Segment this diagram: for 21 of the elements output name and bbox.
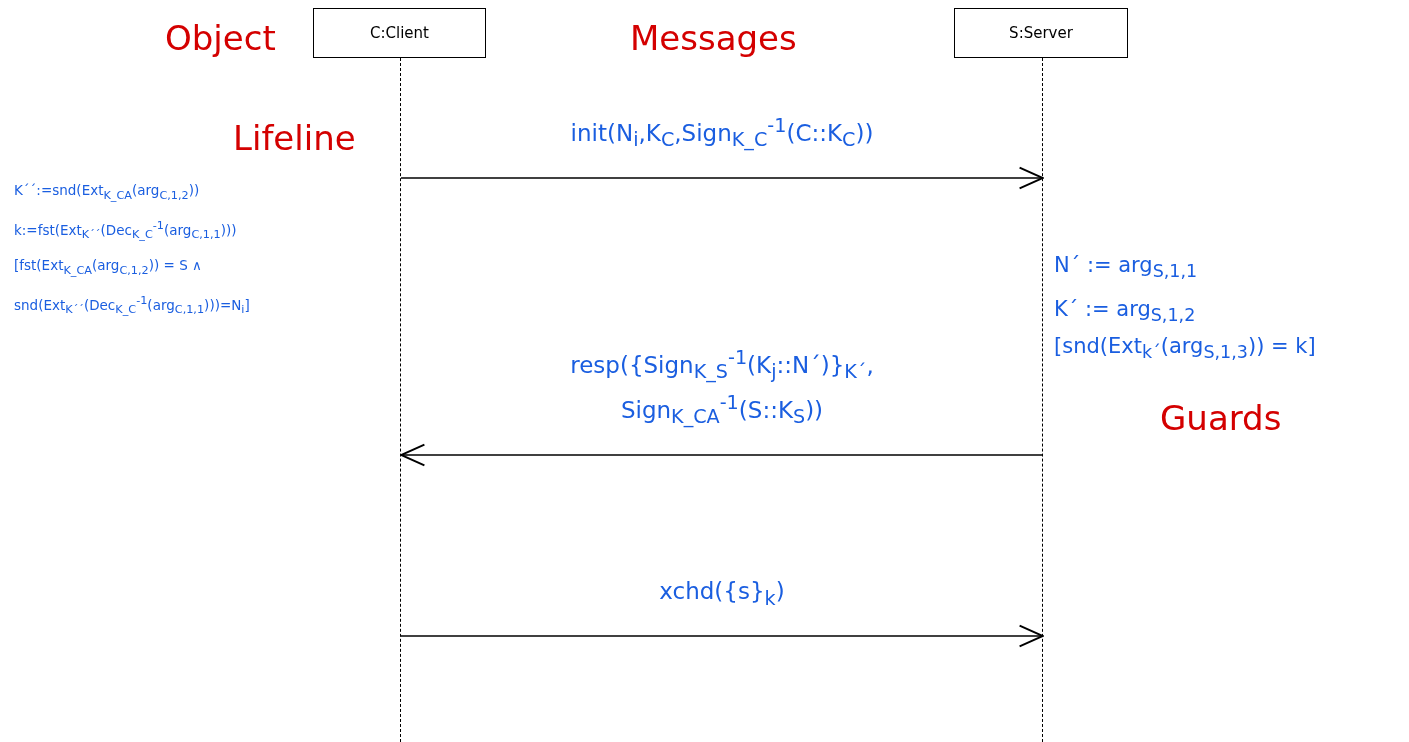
heading: Guards [1160,398,1282,438]
object-box: S:Server [954,8,1128,58]
message-arrow [400,166,1044,190]
message-label: resp({Sign$_{K_S}$$^{-1}$(K$_{j}$::N´)}$_{K´}$, Sign$_{K_CA}$$^{-1}$(S::K$_{S}$)) [569,345,875,431]
guard-text: k:=fst(Ext$_{K´´}$(Dec$_{K_C}$$^{-1}$(arg$_{C,1,1}$))) [14,219,237,242]
message-label: xchd({s}$_{k}$) [658,577,786,612]
object-box: C:Client [313,8,486,58]
message-arrow [400,443,1044,467]
lifeline [1042,58,1044,742]
heading: Messages [630,18,797,58]
message-label: init(N$_{i}$,K$_{C}$,Sign$_{K_C}$$^{-1}$(C::K$_{C}$)) [569,113,875,154]
guard-text: K´´:=snd(Ext$_{K_CA}$(arg$_{C,1,2}$)) [14,182,200,202]
guard-text: K´ := arg$_{S,1,2}$ [1054,297,1196,326]
heading: Object [165,18,276,58]
message-arrow [400,624,1044,648]
guard-text: [fst(Ext$_{K_CA}$(arg$_{C,1,2}$)) = S ∧ [14,257,202,277]
guard-text: snd(Ext$_{K´´}$(Dec$_{K_C}$$^{-1}$(arg$_{C,1,1}$)))=N$_{i}$] [14,294,250,317]
heading: Lifeline [233,118,356,158]
lifeline [400,58,402,742]
guard-text: N´ := arg$_{S,1,1}$ [1054,253,1198,282]
guard-text: [snd(Ext$_{k´}$(arg$_{S,1,3}$)) = k] [1054,334,1316,363]
